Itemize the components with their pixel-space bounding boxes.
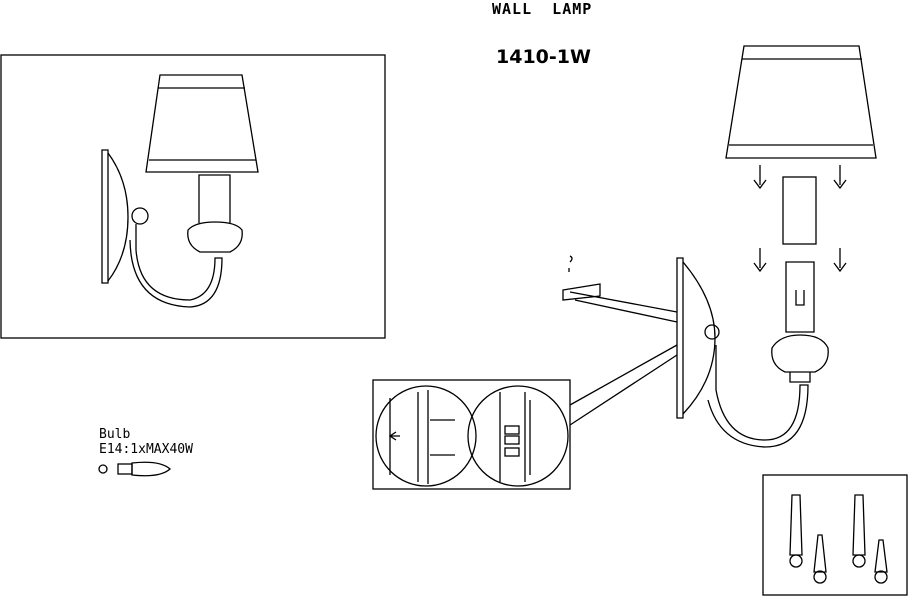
wall-anchors-box (762, 474, 908, 596)
bulb-label: Bulb (99, 427, 131, 442)
model-number: 1410-1W (496, 46, 591, 68)
diagram-title: WALL LAMP (492, 0, 593, 18)
exploded-lamp-view (562, 45, 877, 448)
bulb-icon (98, 461, 171, 477)
wiring-detail-inset (372, 379, 571, 490)
bulb-spec: E14:1xMAX40W (99, 442, 193, 457)
assembled-lamp-view (0, 54, 386, 339)
